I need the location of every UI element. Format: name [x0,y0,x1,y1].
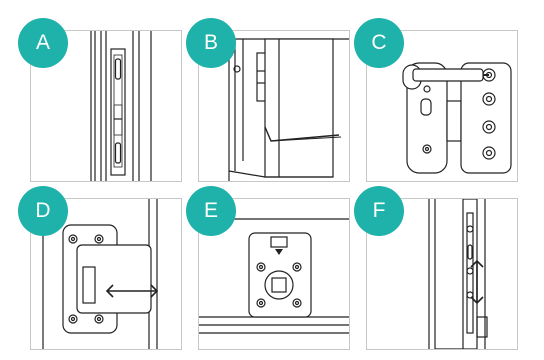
panel-label-d: D [18,186,68,236]
panel-e: E [198,198,350,350]
panel-a: A [30,30,182,182]
panel-d: D [30,198,182,350]
panel-label-a: A [18,18,68,68]
panel-label-f: F [354,186,404,236]
panel-label-e: E [186,186,236,236]
panel-b: B [198,30,350,182]
panel-label-b: B [186,18,236,68]
panel-label-c: C [354,18,404,68]
panel-f: F [366,198,518,350]
panel-c: C [366,30,518,182]
